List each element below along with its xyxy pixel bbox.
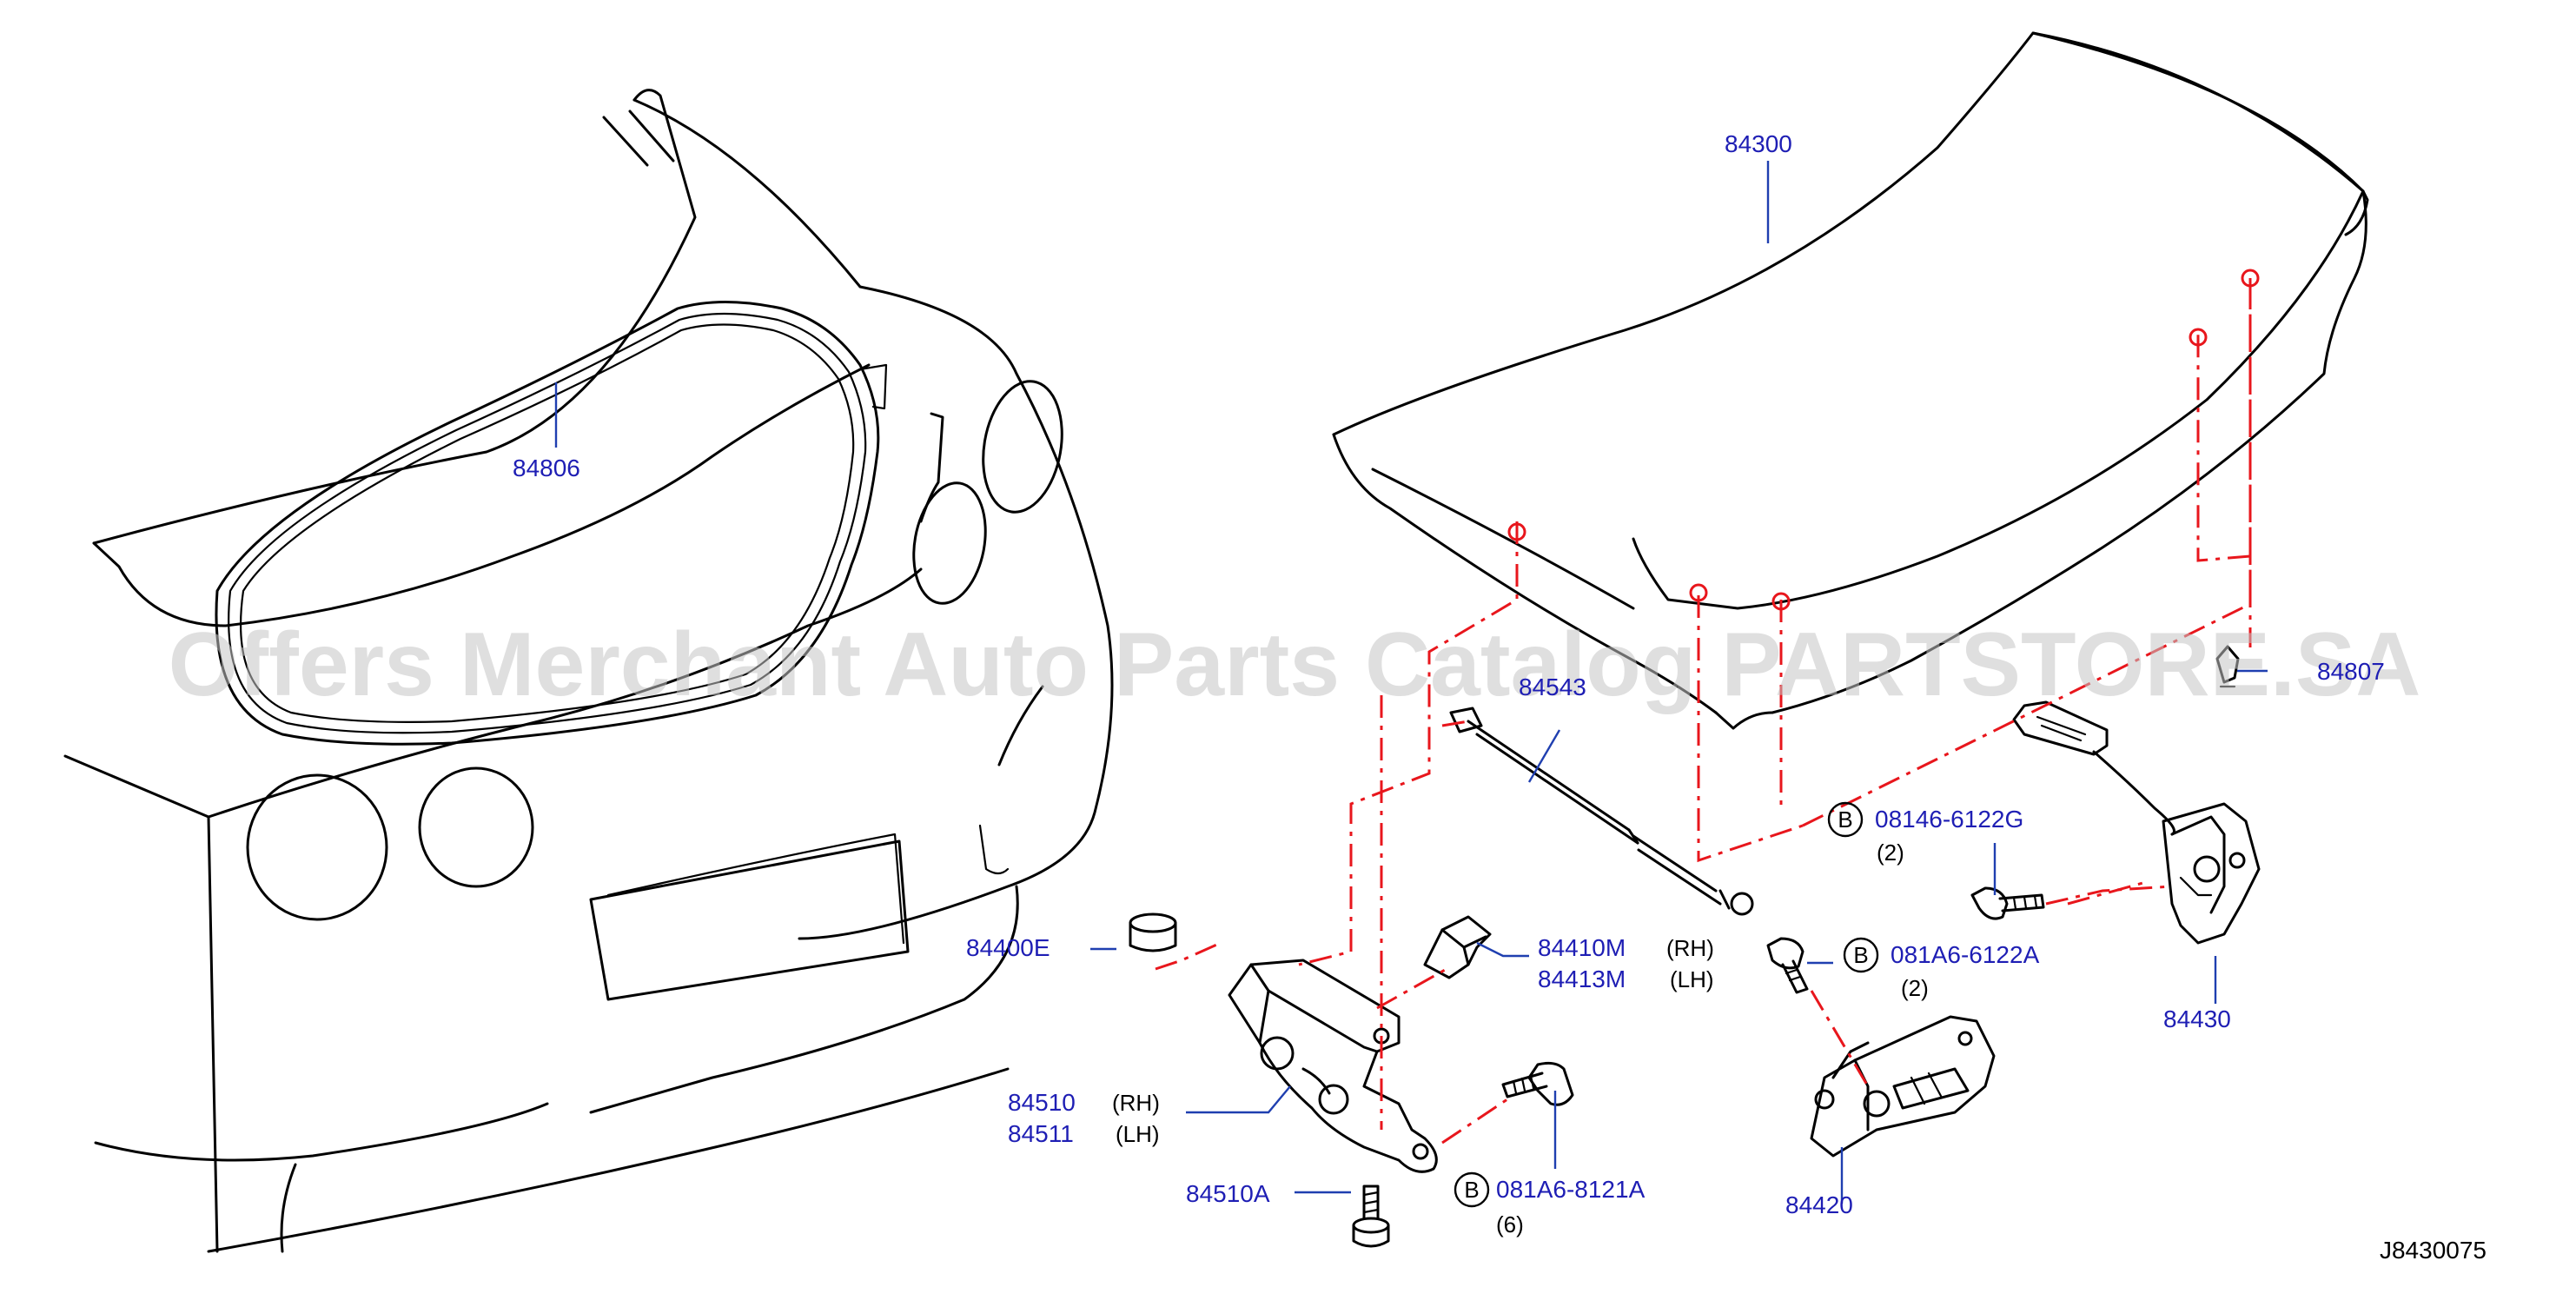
qty-081a6-6122a: (2) — [1901, 975, 1929, 1001]
marker-b-f3 — [1827, 801, 1864, 838]
label-84543[interactable]: 84543 — [1519, 674, 1586, 700]
hinge-bolt-part — [1352, 1185, 1390, 1248]
side-lh-84413m: (LH) — [1670, 966, 1714, 992]
car-body — [63, 89, 1114, 1253]
label-84420[interactable]: 84420 — [1785, 1191, 1853, 1218]
assembly-lines — [1155, 269, 2260, 1145]
label-84300[interactable]: 84300 — [1725, 130, 1792, 157]
label-84510a[interactable]: 84510A — [1186, 1180, 1270, 1207]
label-081a6-8121a[interactable]: 081A6-8121A — [1496, 1176, 1646, 1203]
bolt-081a6-6122a — [1766, 937, 1809, 994]
bumper-stopper-part — [1129, 912, 1177, 952]
label-84511[interactable]: 84511 — [1008, 1120, 1074, 1147]
striker-part — [2012, 700, 2261, 945]
label-08146-6122g[interactable]: 08146-6122G — [1875, 806, 2023, 833]
bolt-08146-6122g — [1970, 886, 2045, 920]
side-rh-84510: (RH) — [1112, 1090, 1160, 1116]
marker-b-f2-letter: B — [1853, 942, 1868, 968]
marker-b-f1-letter: B — [1464, 1177, 1479, 1203]
labels: 84300 84806 84807 84543 84400E 84410M (R… — [513, 130, 2487, 1264]
side-lh-84511: (LH) — [1116, 1121, 1160, 1147]
label-84430[interactable]: 84430 — [2163, 1005, 2231, 1032]
qty-081a6-8121a: (6) — [1496, 1211, 1524, 1238]
leader-lines — [554, 161, 2268, 1204]
trunk-lid-part — [1332, 31, 2369, 730]
bolt-081a6-8121a — [1501, 1061, 1574, 1106]
gas-stay-part — [1449, 707, 1754, 916]
hinge-part — [1228, 959, 1438, 1173]
label-84413m[interactable]: 84413M — [1538, 966, 1626, 992]
marker-b-f1 — [1454, 1171, 1490, 1208]
hinge-cover-part — [1423, 915, 1492, 979]
marker-b-f3-letter: B — [1838, 806, 1852, 833]
watermark-text: Offers Merchant Auto Parts Catalog PARTS… — [169, 614, 2421, 715]
marker-b-f2 — [1843, 937, 1879, 973]
diagram-id: J8430075 — [2380, 1237, 2487, 1264]
label-84400e[interactable]: 84400E — [966, 934, 1050, 961]
qty-08146-6122g: (2) — [1877, 839, 1904, 866]
bumper-rubber-part — [2215, 645, 2240, 688]
trunk-lock-part — [1810, 1015, 1996, 1158]
side-rh-84410m: (RH) — [1666, 935, 1714, 961]
label-84806[interactable]: 84806 — [513, 455, 580, 481]
label-081a6-6122a[interactable]: 081A6-6122A — [1891, 941, 2040, 968]
label-84510[interactable]: 84510 — [1008, 1089, 1076, 1116]
label-84410m[interactable]: 84410M — [1538, 934, 1626, 961]
label-84807[interactable]: 84807 — [2317, 658, 2385, 685]
